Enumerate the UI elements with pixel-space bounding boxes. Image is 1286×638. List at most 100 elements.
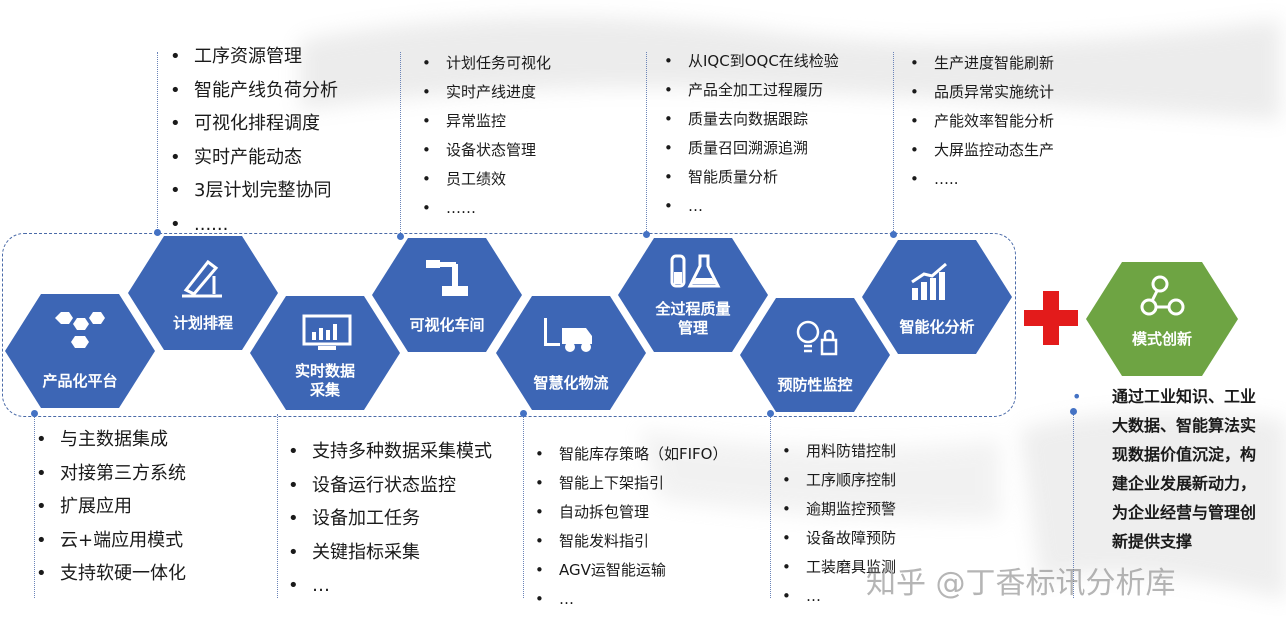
plus-icon	[1024, 291, 1078, 345]
list-item: 与主数据集成	[34, 423, 186, 457]
list-item: 实时产能动态	[168, 141, 338, 175]
hex-smart-logistics[interactable]: 智慧化物流	[496, 296, 646, 410]
list-item: ......	[168, 208, 338, 242]
list-item: 关键指标采集	[286, 536, 492, 570]
hex-preventive-monitoring[interactable]: 预防性监控	[740, 298, 890, 412]
list-item: …	[533, 585, 728, 614]
lab-flask-icon	[670, 254, 721, 288]
hex-product-platform[interactable]: 产品化平台	[5, 294, 155, 408]
hex-visual-workshop[interactable]: 可视化车间	[372, 238, 522, 352]
list-item: AGV运智能运输	[533, 556, 728, 585]
connector-dot	[520, 410, 527, 417]
list-item: 生产进度智能刷新	[908, 49, 1054, 78]
hex-label: 计划排程	[172, 314, 233, 332]
connector-line	[770, 414, 771, 598]
list-item: 产品全加工过程履历	[662, 76, 839, 105]
list-item: …..	[908, 165, 1054, 194]
list-item: 大屏监控动态生产	[908, 136, 1054, 165]
hex-quality-management[interactable]: 全过程质量管理	[618, 238, 768, 352]
monitoring-feature-list: 用料防错控制 工序顺序控制 逾期监控预警 设备故障预防 工装磨具监测 …	[780, 437, 896, 611]
list-item: 工序顺序控制	[780, 466, 896, 495]
list-item: 3层计划完整协同	[168, 174, 338, 208]
list-item: 可视化排程调度	[168, 107, 338, 141]
list-item: 智能库存策略（如FIFO）	[533, 440, 728, 469]
list-item: 质量召回溯源追溯	[662, 134, 839, 163]
list-item: 支持多种数据采集模式	[286, 435, 492, 469]
list-item: 用料防错控制	[780, 437, 896, 466]
hex-planning[interactable]: 计划排程	[128, 236, 278, 350]
connector-line	[277, 414, 278, 598]
hex-label: 实时数据采集	[294, 362, 355, 399]
list-item: 实时产线进度	[420, 78, 551, 107]
logistics-feature-list: 智能库存策略（如FIFO） 智能上下架指引 自动拆包管理 智能发料指引 AGV运…	[533, 440, 728, 614]
innovation-description: 通过工业知识、工业大数据、智能算法实现数据价值沉淀，构建企业发展新动力，为企业经…	[1072, 382, 1262, 556]
list-item: 逾期监控预警	[780, 495, 896, 524]
planning-feature-list: 工序资源管理 智能产线负荷分析 可视化排程调度 实时产能动态 3层计划完整协同 …	[168, 40, 338, 241]
workshop-feature-list: 计划任务可视化 实时产线进度 异常监控 设备状态管理 员工绩效 ……	[420, 49, 551, 223]
hex-label: 全过程质量管理	[655, 300, 731, 337]
list-item: 支持软硬一体化	[34, 557, 186, 591]
list-item: 对接第三方系统	[34, 457, 186, 491]
list-item: …	[780, 582, 896, 611]
connector-line	[646, 52, 647, 235]
connector-line	[157, 52, 158, 232]
list-item: 设备加工任务	[286, 502, 492, 536]
list-item: 质量去向数据跟踪	[662, 105, 839, 134]
hex-label: 智慧化物流	[533, 374, 609, 392]
list-item: …	[662, 192, 839, 221]
collection-feature-list: 支持多种数据采集模式 设备运行状态监控 设备加工任务 关键指标采集 …	[286, 435, 492, 603]
connector-dot	[767, 410, 774, 417]
network-icon	[1140, 275, 1185, 316]
platform-feature-list: 与主数据集成 对接第三方系统 扩展应用 云+端应用模式 支持软硬一体化	[34, 423, 186, 591]
connector-dot	[1070, 408, 1077, 415]
connector-dot	[31, 410, 38, 417]
hex-label: 智能化分析	[899, 318, 975, 336]
quality-feature-list: 从IQC到OQC在线检验 产品全加工过程履历 质量去向数据跟踪 质量召回溯源追溯…	[662, 47, 839, 221]
list-item: 设备故障预防	[780, 524, 896, 553]
connector-dot	[154, 229, 161, 236]
drafting-icon	[182, 259, 222, 298]
hex-data-collection[interactable]: 实时数据采集	[250, 296, 400, 410]
list-item: 工序资源管理	[168, 40, 338, 74]
bulb-lock-icon	[796, 320, 838, 356]
forklift-icon	[544, 318, 592, 352]
watermark: 知乎 @丁香标讯分析库	[866, 566, 1176, 601]
hex-smart-analysis[interactable]: 智能化分析	[862, 240, 1012, 354]
list-item: 扩展应用	[34, 490, 186, 524]
hex-model-innovation[interactable]: 模式创新	[1086, 262, 1238, 376]
hexagon-cluster-icon	[55, 312, 105, 348]
list-item: 自动拆包管理	[533, 498, 728, 527]
list-item: 异常监控	[420, 107, 551, 136]
bar-trend-icon	[911, 262, 947, 300]
list-item: 工装磨具监测	[780, 553, 896, 582]
monitor-chart-icon	[302, 314, 352, 350]
module-band-border	[2, 233, 1016, 417]
list-item: 智能发料指引	[533, 527, 728, 556]
list-item: 设备运行状态监控	[286, 469, 492, 503]
hex-label: 预防性监控	[777, 376, 853, 394]
hex-label: 模式创新	[1131, 330, 1192, 348]
analysis-feature-list: 生产进度智能刷新 品质异常实施统计 产能效率智能分析 大屏监控动态生产 …..	[908, 49, 1054, 194]
connector-dot	[643, 231, 650, 238]
connector-line	[893, 52, 894, 235]
list-item: 智能上下架指引	[533, 469, 728, 498]
connector-dot	[890, 231, 897, 238]
list-item: 品质异常实施统计	[908, 78, 1054, 107]
list-item: 智能产线负荷分析	[168, 74, 338, 108]
list-item: 从IQC到OQC在线检验	[662, 47, 839, 76]
hex-label: 产品化平台	[42, 372, 118, 390]
list-item: ……	[420, 194, 551, 223]
list-item: …	[286, 569, 492, 603]
connector-line	[400, 52, 401, 237]
list-item: 云+端应用模式	[34, 524, 186, 558]
robot-arm-icon	[426, 260, 468, 296]
connector-dot	[397, 233, 404, 240]
connector-line	[1073, 414, 1074, 598]
list-item: 计划任务可视化	[420, 49, 551, 78]
hex-label: 可视化车间	[409, 316, 485, 334]
connector-line	[523, 414, 524, 598]
list-item: 设备状态管理	[420, 136, 551, 165]
list-item: 智能质量分析	[662, 163, 839, 192]
list-item: 员工绩效	[420, 165, 551, 194]
list-item: 产能效率智能分析	[908, 107, 1054, 136]
